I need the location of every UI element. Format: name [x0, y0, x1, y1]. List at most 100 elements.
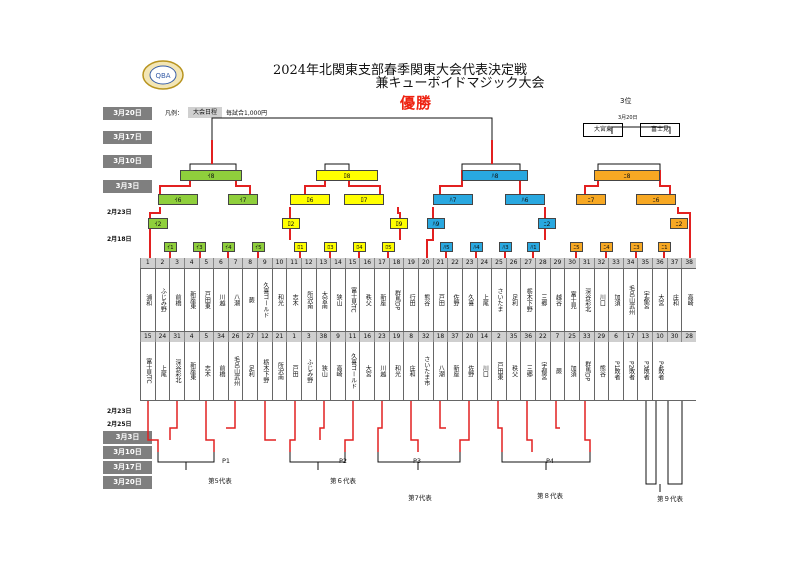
team-number: 21 — [271, 332, 287, 342]
match-box: ﾊ6 — [505, 194, 545, 205]
top-team-names: 浦和ふじみ野前橋新座東戸田東川越八潮蕨久喜ゴールド和光志木所沢南大宮南狭山富士見… — [140, 268, 696, 332]
match-box: ﾊ4 — [470, 242, 483, 252]
logo: QBA — [142, 60, 184, 90]
match-box: ﾛ6 — [290, 194, 330, 205]
playoff-label: P3 — [412, 457, 422, 465]
team-name: さいたま — [491, 269, 506, 331]
team-name: 三郷 — [520, 342, 535, 400]
team-name: 行田 — [403, 269, 418, 331]
match-box: ｲ7 — [228, 194, 258, 205]
match-box-ha8: ﾊ8 — [462, 170, 528, 181]
team-number: 15 — [140, 332, 155, 342]
team-number: 18 — [432, 332, 448, 342]
team-name: 所沢南 — [271, 342, 287, 400]
team-name: 加須 — [564, 342, 579, 400]
team-name: 栃木下野 — [520, 269, 535, 331]
team-number: 37 — [447, 332, 462, 342]
team-name: 戸田 — [432, 269, 448, 331]
team-name: 富士見TC — [140, 342, 155, 400]
match-box: ﾆ4 — [600, 242, 613, 252]
team-name: 所沢南 — [300, 269, 316, 331]
representative-label: 第８代表 — [537, 492, 563, 500]
date-label: 2月23日 — [107, 408, 132, 415]
team-name: 秩父 — [505, 342, 521, 400]
team-number: 10 — [271, 258, 287, 268]
match-box: ﾊ1 — [527, 242, 540, 252]
team-number: 23 — [461, 258, 477, 268]
match-box-i8: ｲ8 — [180, 170, 242, 181]
team-number: 4 — [183, 258, 199, 268]
match-box: ﾛ1 — [294, 242, 307, 252]
team-number: 38 — [315, 332, 331, 342]
team-name: 浦和 — [140, 269, 155, 331]
team-number: 34 — [213, 332, 228, 342]
date-row: 3月3日 — [103, 180, 152, 193]
team-number: 9 — [257, 258, 272, 268]
team-number: 15 — [344, 258, 360, 268]
match-box: ﾆ5 — [570, 242, 583, 252]
team-name: 加須 — [608, 269, 623, 331]
team-number: 34 — [622, 258, 638, 268]
team-number: 8 — [242, 258, 257, 268]
team-name: 志木 — [198, 342, 214, 400]
third-place-date: 3月20日 — [618, 115, 638, 121]
team-name: 戸田東 — [198, 269, 214, 331]
team-number: 29 — [593, 332, 609, 342]
team-name: 三郷 — [535, 269, 550, 331]
team-number: 36 — [652, 258, 667, 268]
team-number: 5 — [198, 332, 214, 342]
team-number: 27 — [242, 332, 257, 342]
team-name: 新座 — [374, 269, 389, 331]
match-box: ﾆ6 — [636, 194, 676, 205]
team-name: 大宮南 — [315, 269, 331, 331]
team-number: 28 — [535, 258, 550, 268]
representative-label: 第7代表 — [408, 494, 432, 502]
match-box: ﾆ7 — [576, 194, 606, 205]
team-number: 17 — [622, 332, 638, 342]
team-number: 9 — [330, 332, 345, 342]
team-name: 狭山 — [330, 269, 345, 331]
team-name: 群馬DP — [388, 269, 404, 331]
representative-label: 第６代表 — [330, 477, 356, 485]
team-name: 越谷 — [549, 269, 565, 331]
date-row: 3月10日 — [103, 446, 152, 459]
date-row: 3月3日 — [103, 431, 152, 444]
match-box: ﾊ7 — [433, 194, 473, 205]
team-name: 上尾 — [154, 342, 170, 400]
match-box: ﾆ2 — [670, 218, 688, 229]
page-subtitle: 兼キューボイドマジック大会 — [375, 76, 545, 91]
team-number: 27 — [520, 258, 535, 268]
team-number: 31 — [169, 332, 184, 342]
team-number: 6 — [608, 332, 623, 342]
playoff-label: P1 — [221, 457, 231, 465]
date-row: 3月17日 — [103, 131, 152, 144]
team-number: 28 — [681, 332, 696, 342]
match-box: ﾊ9 — [427, 218, 445, 229]
team-number: 7 — [227, 258, 243, 268]
team-number: 37 — [666, 258, 682, 268]
team-name: 宇都宮 — [535, 342, 550, 400]
team-number: 12 — [300, 258, 316, 268]
team-number: 32 — [418, 332, 433, 342]
team-name: 秩父 — [359, 269, 374, 331]
team-number: 19 — [403, 258, 418, 268]
match-box: ｲ5 — [252, 242, 265, 252]
match-box: ﾆ1 — [658, 242, 671, 252]
team-name: 川口 — [476, 342, 492, 400]
team-name: 佐野 — [461, 342, 477, 400]
team-name: 和光 — [388, 342, 404, 400]
team-name: 川越 — [213, 269, 228, 331]
team-name: 富士見TC — [344, 269, 360, 331]
team-number: 14 — [330, 258, 345, 268]
team-name: 狭山 — [315, 342, 331, 400]
team-name: ふじみ野 — [300, 342, 316, 400]
team-number: 2 — [491, 332, 506, 342]
legend-fee: 毎試合1,000円 — [226, 110, 268, 117]
playoff-label: P4 — [545, 457, 555, 465]
match-box: ｲ4 — [222, 242, 235, 252]
match-box: ﾊ5 — [440, 242, 453, 252]
team-number: 12 — [257, 332, 272, 342]
match-box: ｲ3 — [193, 242, 206, 252]
